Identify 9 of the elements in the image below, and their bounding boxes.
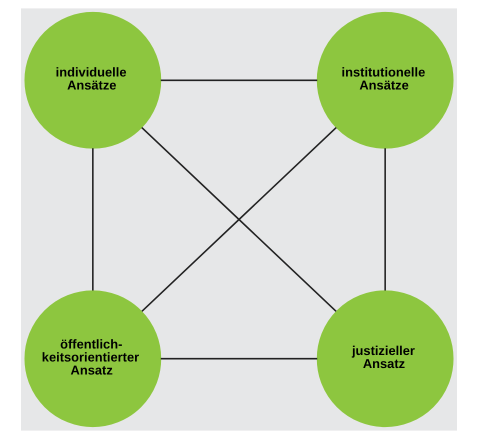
node-circle: justizieller Ansatz [316,290,454,428]
node-circle: individuelle Ansätze [24,12,161,149]
connector [140,126,336,312]
connector [160,79,317,82]
connector [92,148,94,290]
node-circle: institutionelle Ansätze [316,12,454,149]
node-circle: öffentlich- keitsorientierter Ansatz [24,290,161,428]
connector [384,148,386,290]
connector [160,358,317,360]
